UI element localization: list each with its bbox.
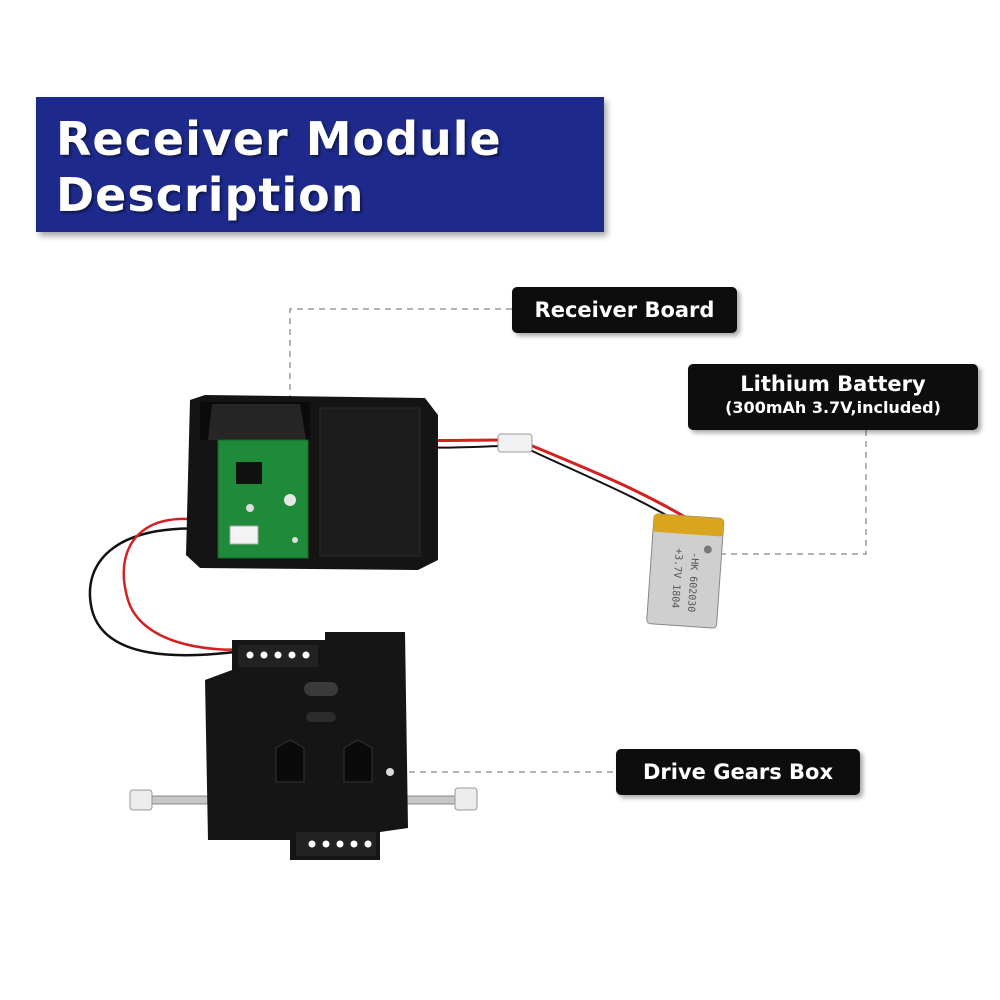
title-line-2: Description — [56, 168, 365, 222]
gear-box-holes-bottom — [308, 840, 372, 848]
lithium-battery-title: Lithium Battery — [740, 372, 926, 396]
receiver-board-label: Receiver Board — [512, 287, 737, 333]
title-line-1: Receiver Module — [56, 112, 502, 166]
drive-gears-box-label: Drive Gears Box — [616, 749, 860, 795]
wire-red-loop — [122, 517, 263, 651]
wire-battery-red-2 — [529, 443, 691, 522]
battery-print-line1: +3.7V 1804 — [669, 548, 684, 609]
lithium-battery-label: Lithium Battery (300mAh 3.7V,included) — [688, 364, 978, 430]
lithium-battery-spec: (300mAh 3.7V,included) — [725, 398, 941, 417]
wire-black-loop — [88, 527, 251, 657]
drive-gears-box — [205, 632, 408, 860]
leader-battery — [712, 430, 867, 555]
battery-connector — [497, 433, 533, 453]
battery-print-line2: -HK 602030 — [685, 552, 700, 613]
leader-lines — [289, 308, 867, 773]
receiver-pcb — [217, 439, 309, 559]
gear-box-holes-top — [246, 651, 310, 659]
title-banner: Receiver Module Description — [36, 97, 604, 232]
leader-receiver-board — [289, 308, 512, 452]
battery — [646, 513, 725, 629]
